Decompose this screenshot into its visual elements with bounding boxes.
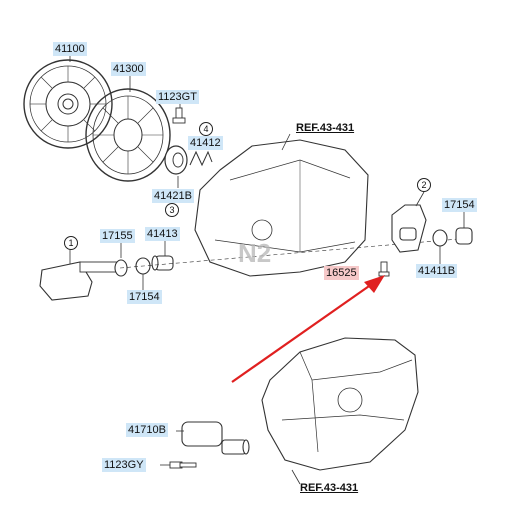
part-label-41421b: 41421B: [152, 189, 194, 203]
bush-41411b: [432, 229, 448, 247]
release-cylinder: [181, 421, 250, 455]
bolt-1123gy: [169, 461, 197, 469]
part-label-17154-left: 17154: [127, 290, 162, 304]
transmission-housing-bottom: [261, 337, 419, 471]
part-label-41411b: 41411B: [416, 264, 458, 278]
part-label-1123gy: 1123GY: [102, 458, 146, 472]
fork-assembly-left: [39, 261, 121, 301]
part-label-41412: 41412: [188, 136, 223, 150]
callout-3: 3: [165, 203, 179, 217]
part-label-1123gt: 1123GT: [156, 90, 199, 104]
bolt-1123gt: [172, 107, 186, 124]
red-pointer-arrow: [231, 275, 385, 383]
part-label-17154-right: 17154: [442, 198, 477, 212]
part-label-41413: 41413: [145, 227, 180, 241]
bush-41413: [151, 255, 174, 271]
release-bearing: [164, 145, 188, 175]
part-label-17155: 17155: [100, 229, 135, 243]
reference-label-bottom: REF.43-431: [300, 482, 359, 494]
bolt-16525: [378, 261, 390, 277]
part-label-41100: 41100: [53, 42, 87, 56]
callout-4: 4: [199, 122, 213, 136]
part-label-41710b: 41710B: [126, 423, 168, 437]
callout-2: 2: [417, 178, 431, 192]
pressure-plate: [85, 88, 171, 182]
callout-1: 1: [64, 236, 78, 250]
bush-17154-right: [455, 227, 473, 245]
watermark-mark: N2: [238, 238, 272, 268]
part-label-16525: 16525: [324, 266, 359, 280]
fork-assembly-right: [391, 204, 427, 253]
clip-41412: [189, 150, 213, 167]
reference-label-top: REF.43-431: [296, 122, 355, 134]
part-label-41300: 41300: [111, 62, 146, 76]
transmission-housing-top: [194, 139, 369, 277]
